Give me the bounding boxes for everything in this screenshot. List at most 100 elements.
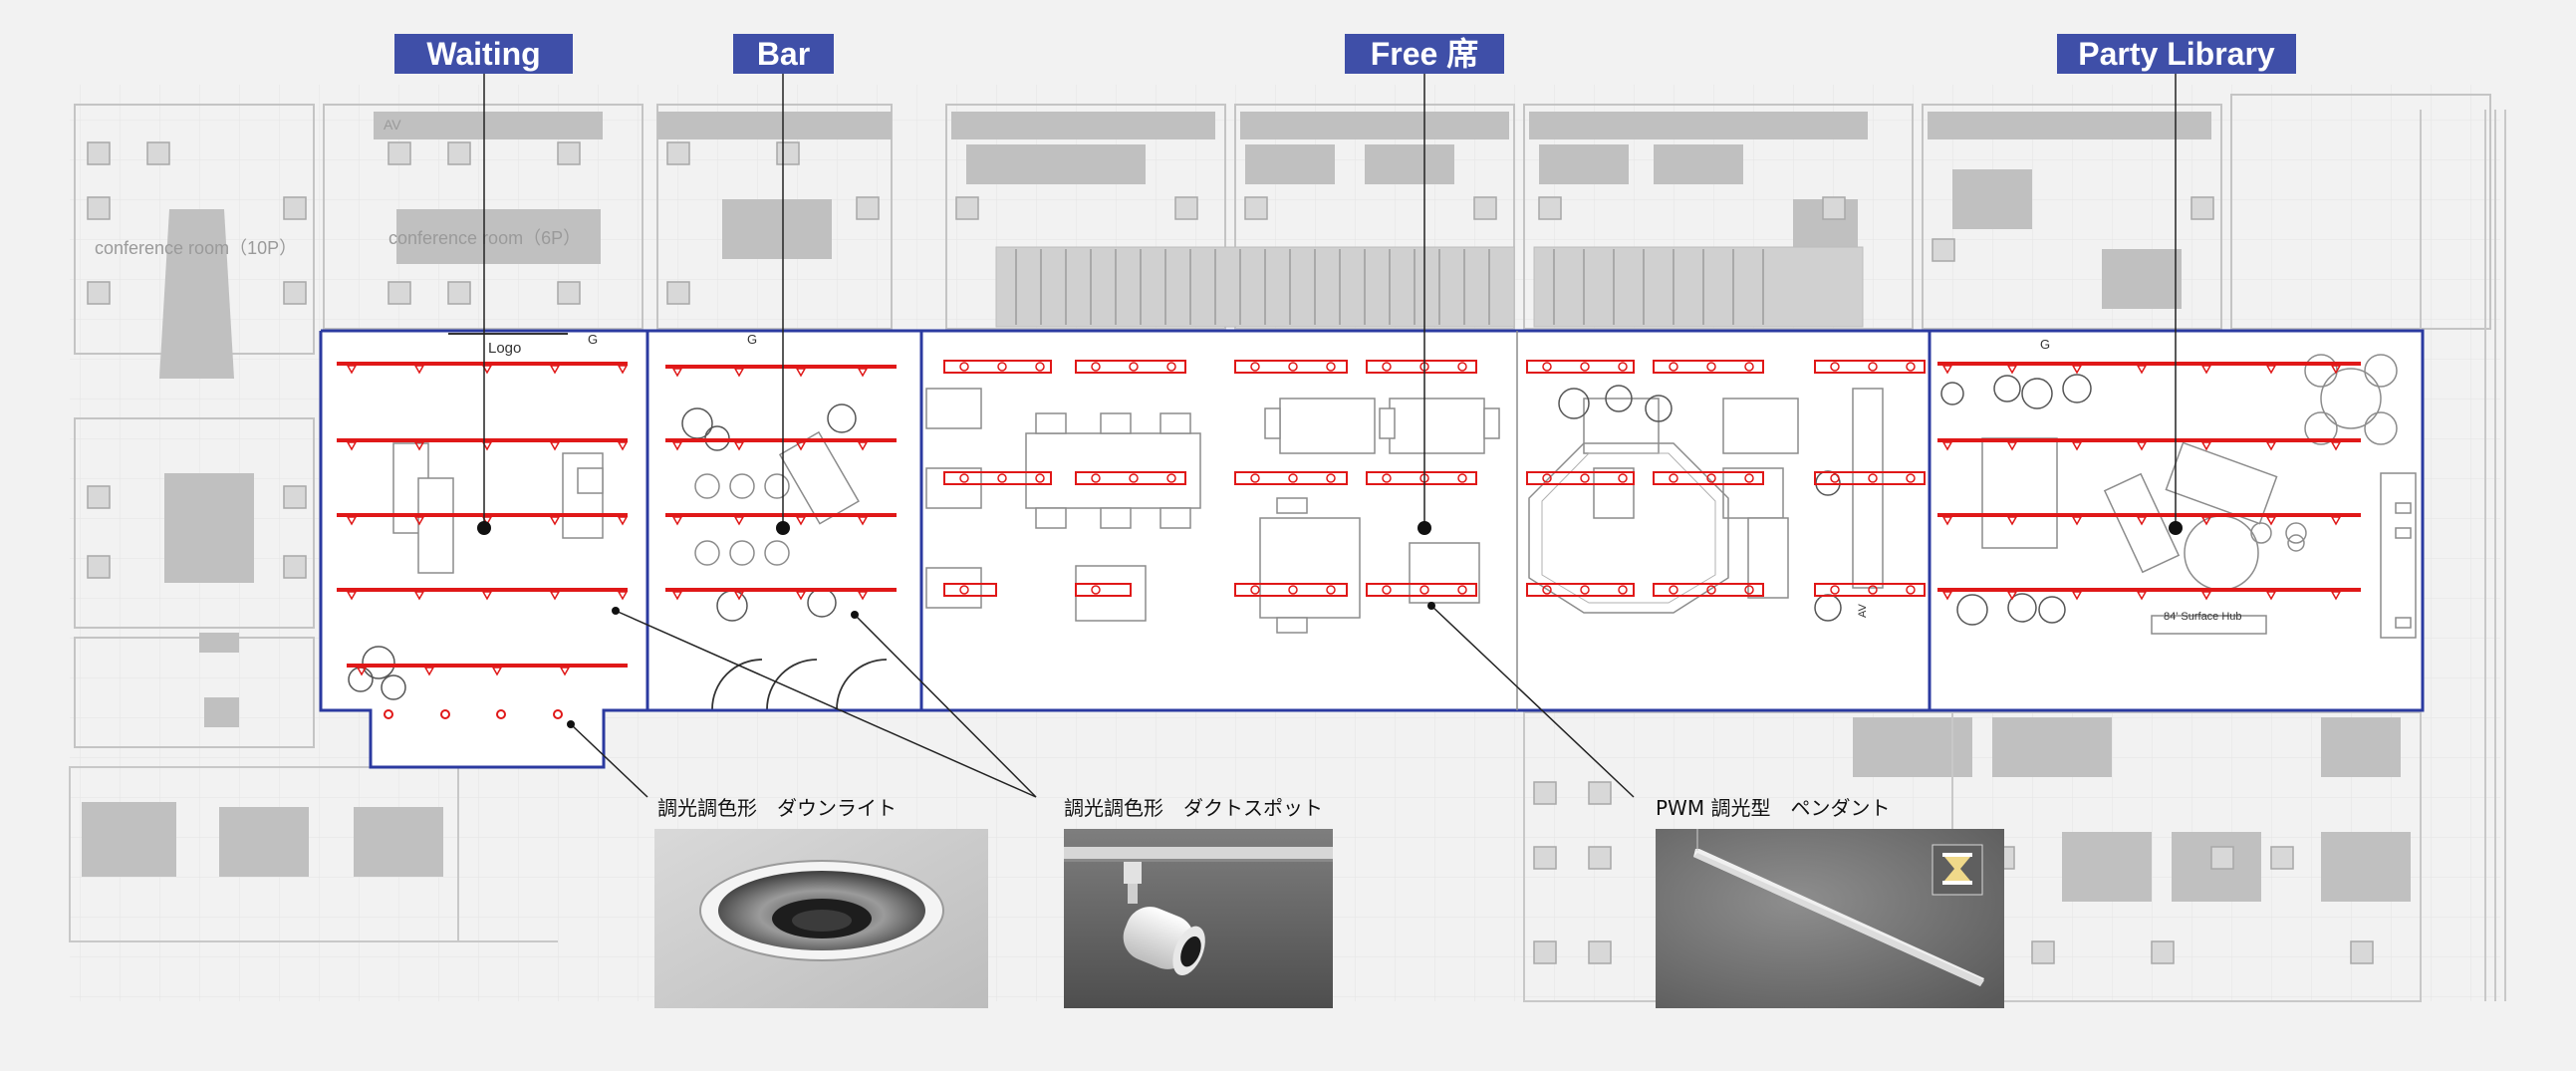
spot-mark <box>617 591 629 601</box>
pendant-track <box>1653 471 1764 485</box>
pendant-track <box>1366 360 1477 374</box>
spot-mark <box>671 368 683 378</box>
spot-mark <box>481 591 493 601</box>
downlights <box>384 709 563 719</box>
pendant-mark <box>1091 362 1101 372</box>
pendant-track <box>1526 471 1635 485</box>
spot-mark <box>2330 365 2342 375</box>
pendant-track <box>1366 471 1477 485</box>
spot-mark <box>733 441 745 451</box>
pendant-track <box>943 583 997 597</box>
pendant-track <box>943 471 1052 485</box>
pendant-track <box>1653 583 1764 597</box>
spot-mark <box>671 591 683 601</box>
pendant-mark <box>1129 362 1139 372</box>
pendant-track <box>1234 583 1348 597</box>
pendant-mark <box>1618 585 1628 595</box>
downlight-photo <box>654 829 988 1008</box>
upper-furniture <box>82 112 2411 902</box>
caption-downlight: 調光調色形 ダウンライト <box>657 796 897 820</box>
caption-pendant: PWM 調光型 ペンダント <box>1656 796 1891 820</box>
spot-mark <box>481 516 493 526</box>
pendant-icon <box>1944 857 1970 881</box>
pendant-mark <box>1542 473 1552 483</box>
spot-mark <box>733 368 745 378</box>
decor-plants <box>348 374 2092 700</box>
pendant-mark <box>1906 585 1916 595</box>
caption-duct-spot: 調光調色形 ダクトスポット <box>1064 796 1323 820</box>
lighting-tracks <box>337 360 2361 676</box>
fixture-leaders <box>570 605 1635 798</box>
zone-label-bar: Bar <box>733 34 834 74</box>
conference-room-left-label: conference room（10P） <box>95 238 297 258</box>
interior-furniture <box>392 388 2417 639</box>
pendant-mark <box>1706 473 1716 483</box>
pendant-track <box>943 360 1052 374</box>
spot-mark <box>423 667 435 676</box>
surface-hub-label: 84' Surface Hub <box>2164 611 2242 623</box>
spot-mark <box>733 591 745 601</box>
spot-mark <box>2200 441 2212 451</box>
spot-mark <box>413 516 425 526</box>
pendant-mark <box>1868 585 1878 595</box>
pendant-mark <box>1744 473 1754 483</box>
pendant-track <box>1526 360 1635 374</box>
pendant-mark <box>1166 362 1176 372</box>
spot-mark <box>733 516 745 526</box>
spot-mark <box>857 591 869 601</box>
pendant-photo <box>1656 829 2004 1008</box>
pendant-track <box>1234 471 1348 485</box>
pendant-mark <box>1580 362 1590 372</box>
duct-spot-photo <box>1064 829 1333 1008</box>
zone-leaders <box>483 74 2177 528</box>
pendant-mark <box>1250 473 1260 483</box>
g-mark-bar: G <box>747 332 757 347</box>
pendant-mark <box>1618 473 1628 483</box>
pendant-track <box>1075 360 1186 374</box>
pendant-track <box>1366 583 1477 597</box>
spot-mark <box>795 591 807 601</box>
pendant-mark <box>1744 585 1754 595</box>
pendant-mark <box>1669 473 1678 483</box>
octagon-lounge-inner <box>1541 452 1716 604</box>
spot-mark <box>1941 516 1953 526</box>
pendant-track <box>1814 471 1926 485</box>
spot-mark <box>481 441 493 451</box>
pendant-mark <box>1382 362 1392 372</box>
pendant-mark <box>1091 585 1101 595</box>
upper-rooms <box>74 94 2491 748</box>
spot-mark <box>2071 591 2083 601</box>
spot-mark <box>2136 365 2148 375</box>
zone-label-waiting: Waiting <box>394 34 573 74</box>
spot-mark <box>346 441 358 451</box>
pendant-mark <box>1326 473 1336 483</box>
pendant-mark <box>997 473 1007 483</box>
pendant-mark <box>1250 585 1260 595</box>
pendant-mark <box>997 362 1007 372</box>
upper-chairs <box>87 141 2214 579</box>
pendant-mark <box>1868 362 1878 372</box>
av-label: AV <box>384 117 401 133</box>
spot-mark <box>795 368 807 378</box>
spot-mark <box>671 516 683 526</box>
spot-mark <box>1941 365 1953 375</box>
lit-area <box>321 331 2423 767</box>
spot-mark <box>2265 516 2277 526</box>
pendant-mark <box>1669 362 1678 372</box>
pendant-mark <box>1382 585 1392 595</box>
pendant-mark <box>959 585 969 595</box>
spot-mark <box>2006 591 2018 601</box>
spot-mark <box>2265 365 2277 375</box>
pendant-mark <box>1288 362 1298 372</box>
pendant-mark <box>1744 362 1754 372</box>
fixture-leader-dots <box>567 602 1435 728</box>
pendant-mark <box>1166 473 1176 483</box>
spot-mark <box>2330 591 2342 601</box>
pendant-mark <box>1382 473 1392 483</box>
spot-mark <box>617 441 629 451</box>
pendant-mark <box>1706 585 1716 595</box>
pendant-mark <box>1906 362 1916 372</box>
pendant-mark <box>1457 362 1467 372</box>
pendant-mark <box>1906 473 1916 483</box>
